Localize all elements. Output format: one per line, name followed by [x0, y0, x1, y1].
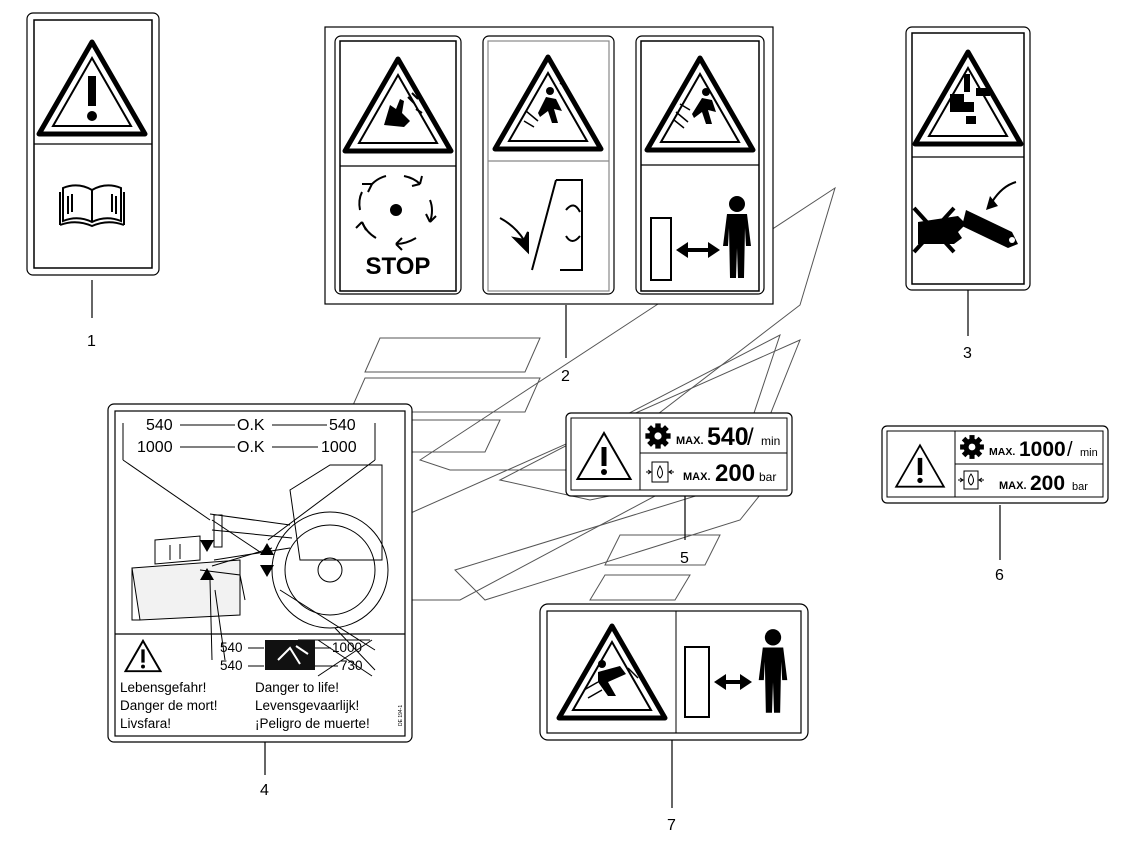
double-arrow-icon: [676, 242, 720, 258]
warning-triangle-icon: [894, 443, 946, 488]
warning-triangle-icon: [915, 52, 1021, 144]
pto-shaft-markers: [200, 540, 274, 580]
max-label-1: MAX.: [676, 435, 704, 447]
warning-triangle-icon: [647, 58, 753, 150]
speed-row-lines: [122, 423, 376, 541]
max-label-1: MAX.: [989, 446, 1015, 458]
speed-unit: min: [761, 434, 780, 448]
callout-numbers: 1 2 3 4 5 6 7: [87, 333, 1004, 834]
row2-right: 1000: [321, 439, 357, 456]
max-label-2: MAX.: [999, 480, 1027, 492]
oil-drop-icon: [646, 461, 674, 483]
gear-icon: [960, 435, 984, 459]
max-speed-value: 1000: [1019, 438, 1066, 461]
leader-lines: [91, 280, 1001, 808]
speed-unit: min: [1080, 447, 1098, 459]
lower-shield-icon: [499, 179, 583, 271]
row2-left: 1000: [137, 439, 173, 456]
decal-4-pto-speed-diagram: 540 O.K 540 1000 O.K 1000: [107, 403, 413, 743]
slash: /: [1067, 439, 1073, 461]
double-arrow-icon: [714, 674, 752, 690]
row1-left: 540: [146, 417, 173, 434]
text-sv: Livsfara!: [120, 716, 171, 731]
lower2-left: 540: [220, 658, 243, 673]
text-nl: Levensgevaarlijk!: [255, 698, 359, 713]
decal-3-crush-hazard: [905, 26, 1031, 291]
decal-code: DE 194-1: [398, 705, 404, 726]
pressure-unit: bar: [759, 470, 776, 484]
max-pressure-value: 200: [715, 460, 755, 487]
slash: /: [747, 424, 754, 451]
stop-label: STOP: [366, 253, 431, 280]
row2-ok: O.K: [237, 439, 265, 456]
warning-triangle-icon: [559, 626, 665, 718]
warning-triangle-icon: [575, 430, 633, 480]
max-label-2: MAX.: [683, 471, 711, 483]
warning-triangle-icon: [495, 57, 601, 149]
decal-7-keep-distance: [539, 603, 809, 741]
decal-5-max-speed-540: MAX. 540 / min MAX. 200 bar: [565, 412, 793, 497]
row1-ok: O.K: [237, 417, 265, 434]
entanglement-pictogram: [265, 640, 315, 670]
danger-texts: Lebensgefahr! Danger de mort! Livsfara! …: [120, 680, 370, 731]
rotation-arrows-icon: [355, 175, 437, 251]
crushed-hand-icon: [912, 181, 1018, 254]
gear-icon: [645, 423, 671, 449]
warning-triangle-icon: [345, 59, 451, 151]
callout-6: 6: [995, 567, 1004, 584]
max-pressure-value: 200: [1030, 472, 1065, 495]
callout-4: 4: [260, 782, 269, 799]
lower-lines: [248, 639, 373, 677]
decal-6-max-speed-1000: MAX. 1000 / min MAX. 200 bar: [881, 425, 1109, 504]
lower1-left: 540: [220, 640, 243, 655]
decal-1-warning-manual: [26, 12, 160, 276]
max-speed-value: 540: [707, 423, 749, 451]
callout-7: 7: [667, 817, 676, 834]
text-fr: Danger de mort!: [120, 698, 218, 713]
open-book-icon: [59, 184, 125, 228]
callout-3: 3: [963, 345, 972, 362]
warning-triangle-icon: [123, 638, 163, 673]
callout-1: 1: [87, 333, 96, 350]
speed-rows: 540 O.K 540 1000 O.K 1000: [137, 417, 357, 456]
warning-triangle-icon: [39, 42, 145, 134]
text-en: Danger to life!: [255, 680, 339, 695]
mower-tractor-sketch: [131, 464, 389, 671]
text-es: ¡Peligro de muerte!: [255, 716, 370, 731]
lower2-right: 730: [340, 658, 363, 673]
callout-2: 2: [561, 368, 570, 385]
pressure-unit: bar: [1072, 481, 1088, 493]
text-de: Lebensgefahr!: [120, 680, 206, 695]
row1-right: 540: [329, 417, 356, 434]
callout-5: 5: [680, 550, 689, 567]
oil-drop-icon: [958, 470, 984, 490]
decal-2-rotor-warnings: STOP: [324, 26, 774, 305]
